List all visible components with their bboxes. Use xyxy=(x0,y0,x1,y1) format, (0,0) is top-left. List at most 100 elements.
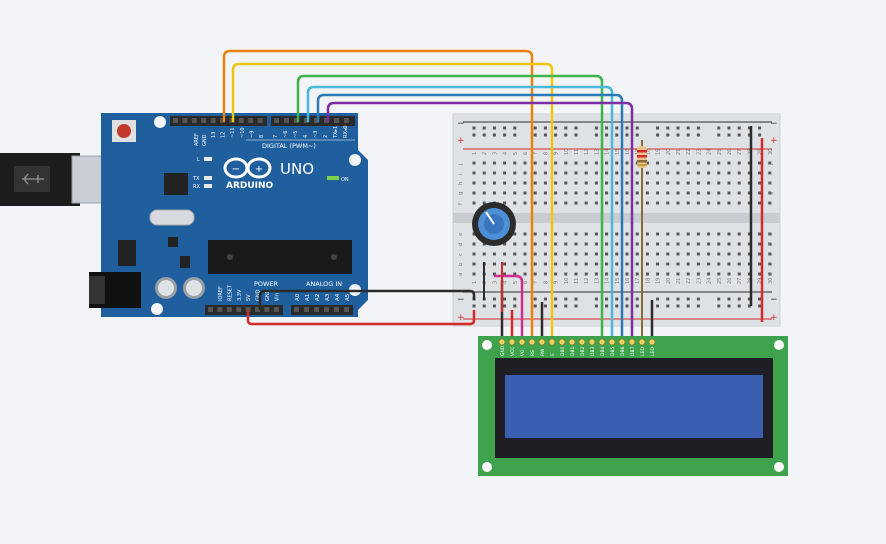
breadboard-hole[interactable] xyxy=(625,232,629,236)
breadboard-hole[interactable] xyxy=(666,242,670,246)
breadboard-hole[interactable] xyxy=(676,242,680,246)
breadboard-hole[interactable] xyxy=(503,126,507,130)
breadboard-hole[interactable] xyxy=(492,171,496,175)
breadboard-hole[interactable] xyxy=(727,272,731,276)
breadboard-hole[interactable] xyxy=(605,133,609,137)
breadboard-hole[interactable] xyxy=(717,304,721,308)
breadboard-hole[interactable] xyxy=(676,133,680,137)
breadboard-hole[interactable] xyxy=(533,171,537,175)
header-hole[interactable] xyxy=(304,118,309,123)
header-hole[interactable] xyxy=(210,118,216,123)
breadboard-hole[interactable] xyxy=(676,304,680,308)
breadboard-hole[interactable] xyxy=(656,304,660,308)
breadboard-hole[interactable] xyxy=(707,171,711,175)
header-hole[interactable] xyxy=(314,118,319,123)
breadboard-hole[interactable] xyxy=(564,126,568,130)
breadboard-hole[interactable] xyxy=(594,161,598,165)
breadboard-hole[interactable] xyxy=(727,304,731,308)
breadboard-hole[interactable] xyxy=(543,252,547,256)
breadboard-hole[interactable] xyxy=(605,272,609,276)
breadboard-hole[interactable] xyxy=(696,201,700,205)
breadboard-hole[interactable] xyxy=(564,232,568,236)
breadboard-hole[interactable] xyxy=(574,191,578,195)
breadboard-hole[interactable] xyxy=(594,181,598,185)
breadboard-hole[interactable] xyxy=(758,262,762,266)
breadboard-hole[interactable] xyxy=(645,191,649,195)
breadboard-hole[interactable] xyxy=(686,304,690,308)
breadboard-hole[interactable] xyxy=(492,304,496,308)
header-hole[interactable] xyxy=(334,118,339,123)
breadboard-hole[interactable] xyxy=(564,252,568,256)
breadboard-hole[interactable] xyxy=(543,262,547,266)
breadboard-hole[interactable] xyxy=(747,272,751,276)
breadboard-hole[interactable] xyxy=(574,232,578,236)
breadboard-hole[interactable] xyxy=(615,133,619,137)
breadboard-hole[interactable] xyxy=(625,201,629,205)
breadboard-hole[interactable] xyxy=(554,191,558,195)
breadboard-hole[interactable] xyxy=(615,272,619,276)
breadboard-hole[interactable] xyxy=(625,161,629,165)
header-hole[interactable] xyxy=(324,307,329,312)
breadboard-hole[interactable] xyxy=(727,297,731,301)
lcd-pin[interactable] xyxy=(598,338,606,346)
breadboard-hole[interactable] xyxy=(707,262,711,266)
header-hole[interactable] xyxy=(344,307,349,312)
breadboard-hole[interactable] xyxy=(554,171,558,175)
breadboard-hole[interactable] xyxy=(533,232,537,236)
breadboard-hole[interactable] xyxy=(472,252,476,256)
breadboard-hole[interactable] xyxy=(768,171,772,175)
breadboard-hole[interactable] xyxy=(727,191,731,195)
breadboard-hole[interactable] xyxy=(737,133,741,137)
breadboard-hole[interactable] xyxy=(625,252,629,256)
breadboard-hole[interactable] xyxy=(472,161,476,165)
header-hole[interactable] xyxy=(217,307,223,312)
breadboard-hole[interactable] xyxy=(676,171,680,175)
breadboard-hole[interactable] xyxy=(513,304,517,308)
breadboard-hole[interactable] xyxy=(717,242,721,246)
breadboard-hole[interactable] xyxy=(707,201,711,205)
breadboard-hole[interactable] xyxy=(574,126,578,130)
breadboard-hole[interactable] xyxy=(635,126,639,130)
breadboard-hole[interactable] xyxy=(758,242,762,246)
breadboard-hole[interactable] xyxy=(605,262,609,266)
breadboard-hole[interactable] xyxy=(533,242,537,246)
breadboard-hole[interactable] xyxy=(645,272,649,276)
breadboard-hole[interactable] xyxy=(554,242,558,246)
breadboard-hole[interactable] xyxy=(594,133,598,137)
breadboard-hole[interactable] xyxy=(758,171,762,175)
breadboard-hole[interactable] xyxy=(482,126,486,130)
breadboard-hole[interactable] xyxy=(574,272,578,276)
breadboard-hole[interactable] xyxy=(656,242,660,246)
breadboard-hole[interactable] xyxy=(635,201,639,205)
breadboard-hole[interactable] xyxy=(768,191,772,195)
breadboard-hole[interactable] xyxy=(543,272,547,276)
breadboard-hole[interactable] xyxy=(594,232,598,236)
header-hole[interactable] xyxy=(264,307,270,312)
breadboard-hole[interactable] xyxy=(615,242,619,246)
breadboard-hole[interactable] xyxy=(543,171,547,175)
breadboard-hole[interactable] xyxy=(768,262,772,266)
breadboard-hole[interactable] xyxy=(554,161,558,165)
breadboard-hole[interactable] xyxy=(564,272,568,276)
breadboard-hole[interactable] xyxy=(676,161,680,165)
header-hole[interactable] xyxy=(191,118,197,123)
breadboard-hole[interactable] xyxy=(656,201,660,205)
breadboard-hole[interactable] xyxy=(533,252,537,256)
breadboard-hole[interactable] xyxy=(513,171,517,175)
breadboard-hole[interactable] xyxy=(686,181,690,185)
breadboard-hole[interactable] xyxy=(472,272,476,276)
breadboard-hole[interactable] xyxy=(635,252,639,256)
header-hole[interactable] xyxy=(182,118,188,123)
breadboard-hole[interactable] xyxy=(533,181,537,185)
breadboard-hole[interactable] xyxy=(727,161,731,165)
breadboard-hole[interactable] xyxy=(584,171,588,175)
breadboard-hole[interactable] xyxy=(707,161,711,165)
breadboard-hole[interactable] xyxy=(554,297,558,301)
breadboard-hole[interactable] xyxy=(727,201,731,205)
breadboard-hole[interactable] xyxy=(727,232,731,236)
header-hole[interactable] xyxy=(173,118,178,123)
breadboard-hole[interactable] xyxy=(676,181,680,185)
lcd-pin[interactable] xyxy=(518,338,526,346)
breadboard-hole[interactable] xyxy=(768,201,772,205)
breadboard-hole[interactable] xyxy=(696,272,700,276)
